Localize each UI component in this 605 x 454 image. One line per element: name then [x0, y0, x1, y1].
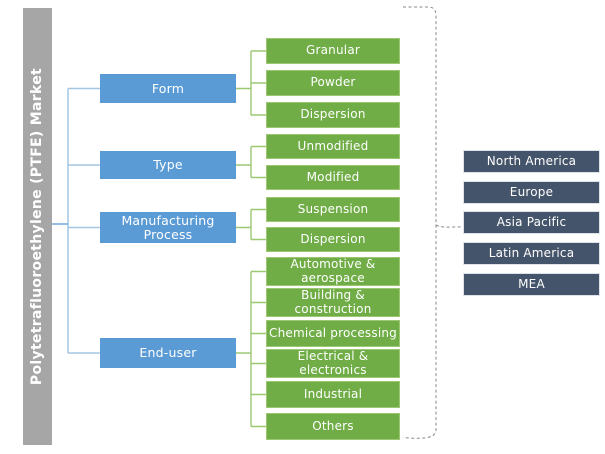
item-powder: Powder [266, 70, 400, 96]
item-others: Others [266, 413, 400, 440]
region-europe: Europe [463, 181, 600, 204]
green-subtree-connectors [236, 50, 266, 428]
segment-form: Form [100, 74, 236, 103]
region-asia-pacific: Asia Pacific [463, 211, 600, 234]
item-suspension: Suspension [266, 197, 400, 222]
blue-tree-connectors [67, 87, 100, 354]
item-chemical-processing: Chemical processing [266, 320, 400, 347]
region-north-america: North America [463, 150, 600, 173]
item-industrial: Industrial [266, 381, 400, 408]
dashed-brace [402, 6, 463, 439]
item-unmodified: Unmodified [266, 134, 400, 159]
item-dispersion-process: Dispersion [266, 227, 400, 252]
segment-type: Type [100, 151, 236, 179]
segment-end-user: End-user [100, 338, 236, 368]
region-latin-america: Latin America [463, 242, 600, 265]
market-title-bar: Polytetrafluoroethylene (PTFE) Market [23, 8, 52, 445]
segment-manufacturing-process: Manufacturing Process [100, 212, 236, 243]
item-building-construction: Building & construction [266, 288, 400, 317]
item-modified: Modified [266, 165, 400, 190]
item-automotive-aerospace: Automotive & aerospace [266, 257, 400, 286]
market-title-text: Polytetrafluoroethylene (PTFE) Market [28, 67, 45, 386]
item-dispersion-form: Dispersion [266, 102, 400, 128]
region-mea: MEA [463, 273, 600, 296]
item-granular: Granular [266, 38, 400, 64]
item-electrical-electronics: Electrical & electronics [266, 349, 400, 378]
